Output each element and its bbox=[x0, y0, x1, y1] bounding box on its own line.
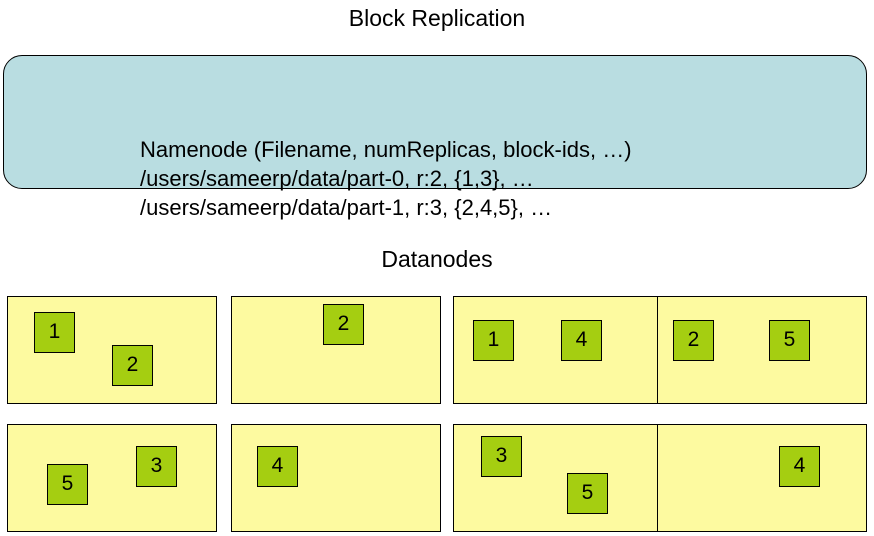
namenode-line-part-0: /users/sameerp/data/part-0, r:2, {1,3}, … bbox=[140, 166, 534, 191]
block-replica[interactable]: 4 bbox=[779, 446, 820, 487]
namenode-text: Namenode (Filename, numReplicas, block-i… bbox=[140, 135, 840, 222]
block-replica[interactable]: 1 bbox=[473, 320, 514, 361]
block-replica[interactable]: 3 bbox=[481, 436, 522, 477]
block-replica[interactable]: 4 bbox=[561, 320, 602, 361]
block-replica[interactable]: 2 bbox=[323, 304, 364, 345]
datanodes-label: Datanodes bbox=[381, 246, 493, 272]
namenode-line-header: Namenode (Filename, numReplicas, block-i… bbox=[140, 137, 632, 162]
block-replica[interactable]: 5 bbox=[567, 473, 608, 514]
block-replica[interactable]: 2 bbox=[112, 345, 153, 386]
block-replica[interactable]: 5 bbox=[47, 464, 88, 505]
block-replica[interactable]: 5 bbox=[769, 320, 810, 361]
datanode-6[interactable]: 4 bbox=[231, 424, 441, 532]
block-replica[interactable]: 1 bbox=[34, 312, 75, 353]
block-replica[interactable]: 3 bbox=[136, 446, 177, 487]
namenode-box: Namenode (Filename, numReplicas, block-i… bbox=[3, 55, 867, 220]
block-replica[interactable]: 4 bbox=[257, 446, 298, 487]
datanode-8[interactable]: 4 bbox=[657, 424, 867, 532]
datanode-2[interactable]: 2 bbox=[231, 296, 441, 404]
namenode-line-part-1: /users/sameerp/data/part-1, r:3, {2,4,5}… bbox=[140, 195, 553, 220]
block-replica[interactable]: 2 bbox=[673, 320, 714, 361]
page-title: Block Replication bbox=[348, 5, 526, 31]
